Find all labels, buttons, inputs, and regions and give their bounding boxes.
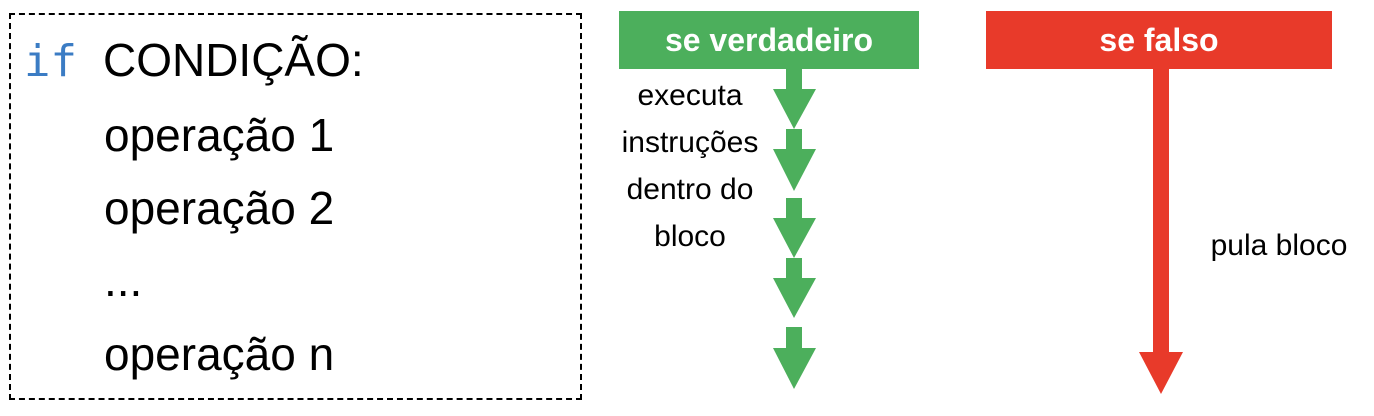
if-keyword: if [24, 36, 77, 87]
false-branch-arrow [1139, 69, 1183, 394]
true-branch-description-1: executa [637, 79, 743, 112]
true-branch-badge: se verdadeiro [619, 11, 919, 69]
true-branch-arrow [773, 69, 816, 389]
condition-text: CONDIÇÃO: [102, 34, 364, 86]
arrow-head [773, 348, 816, 389]
arrow-shaft [786, 327, 802, 348]
arrow-head [773, 278, 816, 318]
ellipsis-line: ... [104, 254, 143, 306]
false-branch-badge: se falso [986, 11, 1332, 69]
arrow-shaft [786, 129, 802, 149]
arrow-head [773, 218, 816, 258]
arrow-head [773, 89, 816, 129]
false-branch-description: pula bloco [1210, 229, 1348, 262]
arrow-head [773, 149, 816, 191]
operation-line-1: operação 1 [104, 109, 335, 161]
arrow-shaft [786, 69, 802, 89]
arrow-shaft [1153, 69, 1169, 353]
code-block [9, 13, 582, 400]
true-branch-description-2: instruções [621, 126, 759, 159]
arrow-head [1139, 352, 1183, 394]
operation-line-2: operação 2 [104, 182, 335, 234]
arrow-shaft [786, 258, 802, 278]
if-line: if CONDIÇÃO: [24, 34, 364, 88]
true-branch-description-4: bloco [654, 220, 726, 253]
operation-line-n: operação n [104, 328, 335, 380]
true-branch-description-3: dentro do [626, 173, 754, 206]
arrow-shaft [786, 198, 802, 218]
